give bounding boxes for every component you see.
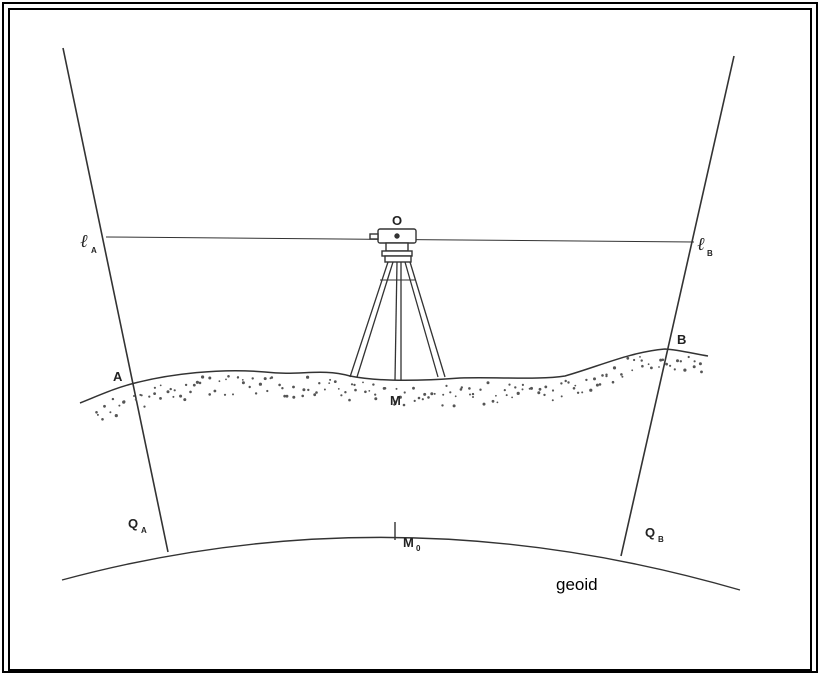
label-m0: M [403, 535, 414, 550]
label-l-b: ℓ [697, 234, 705, 255]
tripod [349, 261, 446, 381]
label-m0-sub: 0 [416, 544, 421, 553]
soil-dots [95, 355, 703, 421]
label-m: M [390, 393, 401, 408]
outer-frame [2, 2, 818, 673]
level-instrument [369, 228, 417, 263]
label-l-a: ℓ [80, 231, 88, 252]
label-q-a-sub: A [141, 526, 147, 535]
label-l-b-sub: B [707, 249, 713, 258]
label-q-a: Q [128, 516, 138, 531]
vertical-line-a [62, 47, 169, 553]
terrain-surface [79, 348, 709, 404]
label-l-a-sub: A [91, 246, 97, 255]
label-b: B [677, 332, 686, 347]
label-q-b-sub: B [658, 535, 664, 544]
geoid-curve [61, 536, 741, 591]
inner-frame [8, 8, 812, 671]
label-a: A [113, 369, 123, 384]
label-o: O [392, 213, 402, 228]
label-geoid: geoid [556, 575, 598, 594]
vertical-line-b [620, 55, 735, 557]
label-q-b: Q [645, 525, 655, 540]
